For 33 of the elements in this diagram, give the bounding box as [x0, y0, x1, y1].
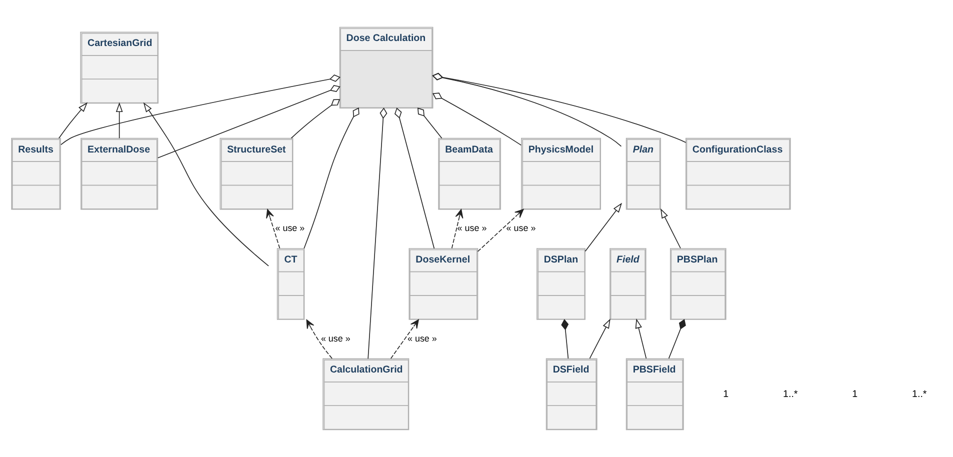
label: 1 [723, 388, 729, 400]
connector [394, 108, 435, 249]
arrow [451, 209, 464, 249]
edge-label: « use » [506, 223, 536, 234]
edge-label: « use » [457, 223, 487, 234]
arrow [584, 202, 622, 252]
arrow [143, 102, 269, 266]
edge-label: « use » [275, 223, 305, 234]
connector [368, 108, 388, 360]
arrow [116, 102, 123, 139]
connector [157, 85, 340, 158]
connector [432, 72, 686, 143]
label: 1..* [783, 388, 798, 400]
connector [432, 73, 622, 147]
arrow [58, 102, 88, 139]
arrow [660, 208, 681, 249]
arrow [635, 318, 647, 359]
label: 1..* [912, 388, 927, 400]
edge-label: « use » [320, 333, 350, 344]
arrow [390, 319, 419, 359]
connector [432, 92, 522, 146]
connector [60, 74, 340, 146]
connector [304, 108, 360, 249]
arrow [477, 208, 524, 252]
arrow [589, 318, 610, 359]
edge-label: « use » [408, 333, 437, 344]
arrow [266, 209, 280, 249]
arrow [306, 319, 332, 359]
label: 1 [852, 388, 858, 400]
connector [417, 108, 442, 139]
connector [290, 99, 340, 139]
connector [561, 318, 569, 359]
connector [668, 319, 686, 359]
